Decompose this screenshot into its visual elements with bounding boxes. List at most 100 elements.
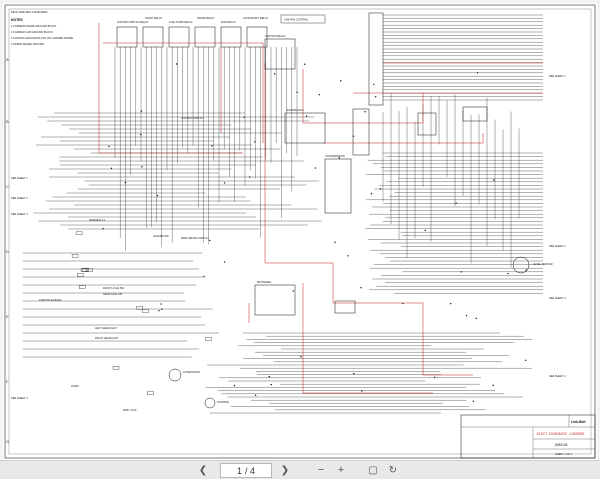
ecm-label: ENGINE ECM bbox=[287, 108, 303, 112]
zone-letter: D bbox=[6, 249, 9, 254]
wire-junction bbox=[124, 181, 127, 184]
wire-junction bbox=[465, 314, 468, 317]
ignition-relay-unit bbox=[264, 38, 296, 70]
title-block-frame bbox=[460, 414, 596, 459]
wire-junction bbox=[273, 73, 276, 75]
red-wire bbox=[302, 283, 433, 394]
cab-control-label: CAB PAN CONTROL bbox=[284, 18, 309, 22]
see-sheet-ref: SEE SHEET 3 bbox=[11, 212, 28, 216]
wire-junction bbox=[305, 115, 308, 117]
zoom-out-button[interactable]: − bbox=[314, 463, 328, 477]
schematic-sheet: DECK PREVIEW STANDARDS NOTES 1 CARRIER F… bbox=[3, 3, 597, 460]
wire-junction bbox=[353, 372, 355, 375]
wire-junction bbox=[160, 303, 162, 305]
wiring-group bbox=[23, 14, 543, 414]
battery-box bbox=[254, 284, 296, 316]
parking-label: PARK BRAKE SWITCH bbox=[181, 236, 208, 240]
schematic-diagram: DECK PREVIEW STANDARDS NOTES 1 CARRIER F… bbox=[4, 4, 596, 459]
switch-symbol bbox=[112, 366, 120, 370]
wire-junction bbox=[233, 384, 236, 387]
switch-symbol bbox=[82, 267, 89, 272]
relay-box bbox=[168, 26, 190, 48]
page-total: / 4 bbox=[245, 465, 256, 476]
wire-junction bbox=[525, 359, 527, 361]
wire-junction bbox=[243, 116, 245, 118]
wire-junction bbox=[360, 287, 362, 289]
chevron-left-icon: ❮ bbox=[198, 464, 208, 476]
relay-label: IGNITION SWITCH RELAY bbox=[117, 20, 149, 24]
switch-symbol bbox=[71, 254, 79, 258]
next-page-button[interactable]: ❯ bbox=[278, 463, 292, 477]
see-sheet-ref: SEE SHEET 3 bbox=[549, 296, 566, 300]
see-sheet-ref: SEE SHEET 1 bbox=[549, 74, 566, 78]
wire-junction bbox=[507, 272, 509, 275]
note-4: 4 UPPER FRAME GROUND bbox=[11, 42, 44, 46]
wire-junction bbox=[140, 110, 143, 112]
switch-symbol bbox=[136, 306, 143, 310]
wire-junction bbox=[140, 133, 142, 136]
company-logo-text: Link-Belt bbox=[571, 420, 586, 424]
alternator-symbol bbox=[168, 368, 182, 382]
front-axle-label: FRONT AXLE SW bbox=[103, 286, 125, 290]
switch-symbol bbox=[80, 268, 88, 272]
wire-junction bbox=[141, 166, 143, 168]
wire-junction bbox=[361, 390, 363, 392]
wire-junction bbox=[493, 179, 495, 181]
notes-label: NOTES bbox=[11, 18, 23, 22]
right-relay-block bbox=[462, 106, 488, 122]
ignition-relay-label: IGNITION RELAY bbox=[265, 34, 286, 38]
wire-junction bbox=[379, 188, 382, 190]
page-indicator[interactable]: 1 / 4 bbox=[220, 463, 272, 478]
warning-label: WARNING LT bbox=[89, 218, 105, 222]
wire-junction bbox=[364, 111, 366, 113]
zoom-out-icon: − bbox=[317, 464, 325, 476]
wire-junction bbox=[254, 141, 256, 143]
relay-box bbox=[116, 26, 138, 48]
level-sensor-label: LEVEL SENSOR bbox=[533, 262, 553, 266]
see-sheet-ref: SEE SHEET 2 bbox=[11, 196, 28, 200]
zone-letter: A bbox=[6, 57, 9, 62]
sheet-border bbox=[4, 4, 596, 459]
main-terminal-block bbox=[368, 12, 384, 106]
sheet-inner-border bbox=[8, 8, 592, 455]
transmission-box bbox=[324, 158, 352, 214]
wire-junction bbox=[492, 384, 494, 387]
wire-junction bbox=[334, 241, 336, 243]
relay-box bbox=[220, 26, 242, 48]
zone-letter: E bbox=[6, 314, 9, 319]
wire-junction bbox=[108, 145, 110, 148]
fit-page-button[interactable]: ▢ bbox=[366, 463, 380, 477]
wire-junction bbox=[460, 271, 463, 273]
wire-junction bbox=[296, 91, 298, 94]
ecm-box bbox=[284, 112, 326, 144]
wire-junction bbox=[110, 167, 113, 170]
wire-junction bbox=[472, 400, 475, 402]
wire-junction bbox=[318, 93, 320, 96]
zone-letters: A B C D E F G bbox=[6, 57, 9, 444]
zoom-in-button[interactable]: + bbox=[334, 463, 348, 477]
wire-junction bbox=[424, 229, 426, 232]
wire-junction bbox=[373, 83, 375, 86]
page-current: 1 bbox=[236, 465, 242, 476]
wire-junction bbox=[525, 269, 527, 271]
switch-symbol bbox=[75, 231, 83, 235]
red-wire bbox=[264, 63, 334, 303]
wire-junction bbox=[434, 376, 436, 379]
see-sheet-ref: SEE SHEET 1 bbox=[11, 176, 28, 180]
rotate-button[interactable]: ↻ bbox=[386, 463, 400, 477]
red-wire bbox=[333, 302, 473, 376]
wire-junction bbox=[402, 302, 404, 305]
cab-control-box bbox=[280, 14, 326, 24]
zoom-in-icon: + bbox=[337, 464, 345, 476]
wire-junction bbox=[476, 72, 479, 74]
rear-axle-label: REAR AXLE SW bbox=[103, 292, 123, 296]
wire-junction bbox=[268, 375, 270, 378]
wire-junction bbox=[340, 80, 342, 82]
previous-page-button[interactable]: ❮ bbox=[196, 463, 210, 477]
horn-label: HORN bbox=[71, 384, 79, 388]
switch-symbol bbox=[77, 273, 84, 277]
right-light-label: RIGHT HEADLIGHT bbox=[95, 336, 119, 340]
starter-symbol bbox=[204, 397, 216, 409]
alternator-label: ALTERNATOR bbox=[183, 370, 200, 374]
